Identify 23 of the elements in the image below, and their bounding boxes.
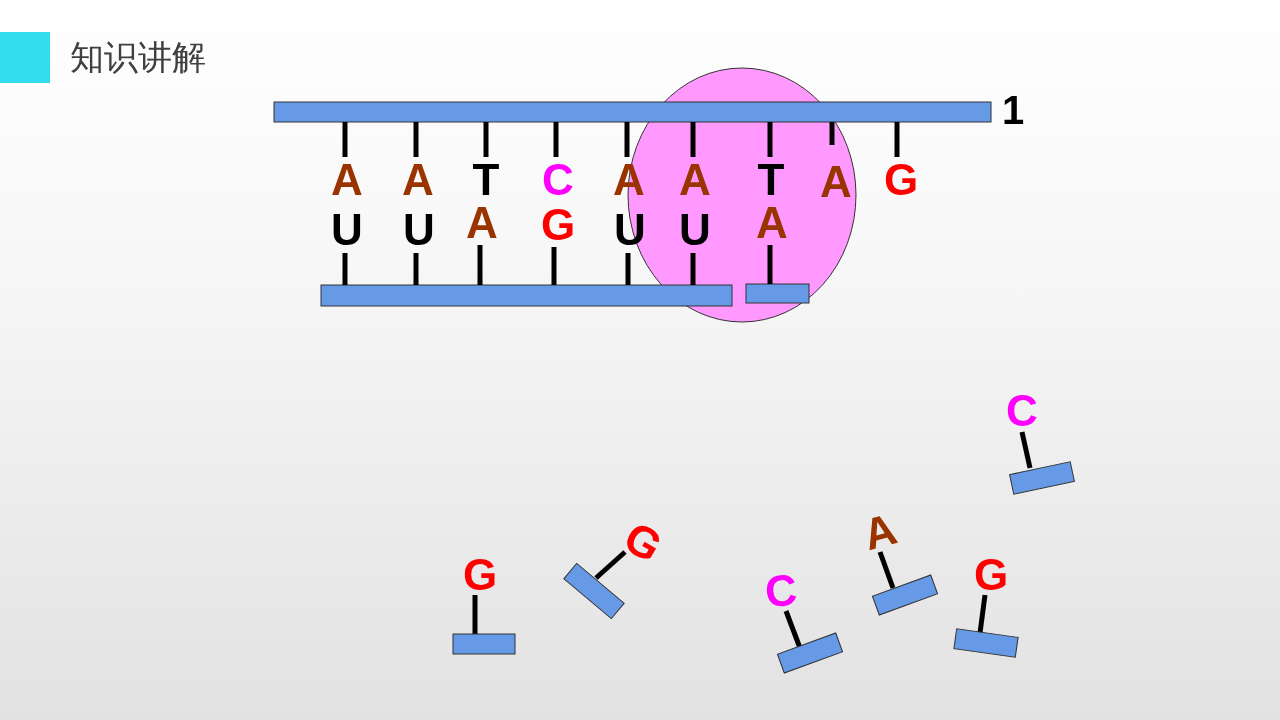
base-letter: A [613, 158, 645, 202]
base-letter: A [858, 506, 902, 558]
base-letter: U [679, 208, 711, 252]
base-letter: A [679, 158, 711, 202]
slide-title: 知识讲解 [70, 36, 206, 78]
base-letter: A [820, 160, 852, 204]
base-letter: G [973, 553, 1009, 597]
base-letter: T [757, 158, 785, 202]
base-letter: A [756, 201, 788, 245]
base-letter: A [466, 201, 498, 245]
base-letter: U [403, 208, 435, 252]
base-letter: C [763, 567, 799, 615]
base-letter: T [472, 158, 500, 202]
base-letter: C [542, 158, 574, 202]
base-letter: G [462, 553, 498, 597]
base-letter: G [883, 158, 919, 202]
base-letter: U [331, 208, 363, 252]
base-letter: C [1006, 389, 1038, 433]
strand-number: 1 [1001, 88, 1025, 132]
base-letter: G [540, 203, 576, 247]
base-letter: A [331, 158, 363, 202]
base-letter: A [402, 158, 434, 202]
base-letter: G [617, 514, 669, 570]
